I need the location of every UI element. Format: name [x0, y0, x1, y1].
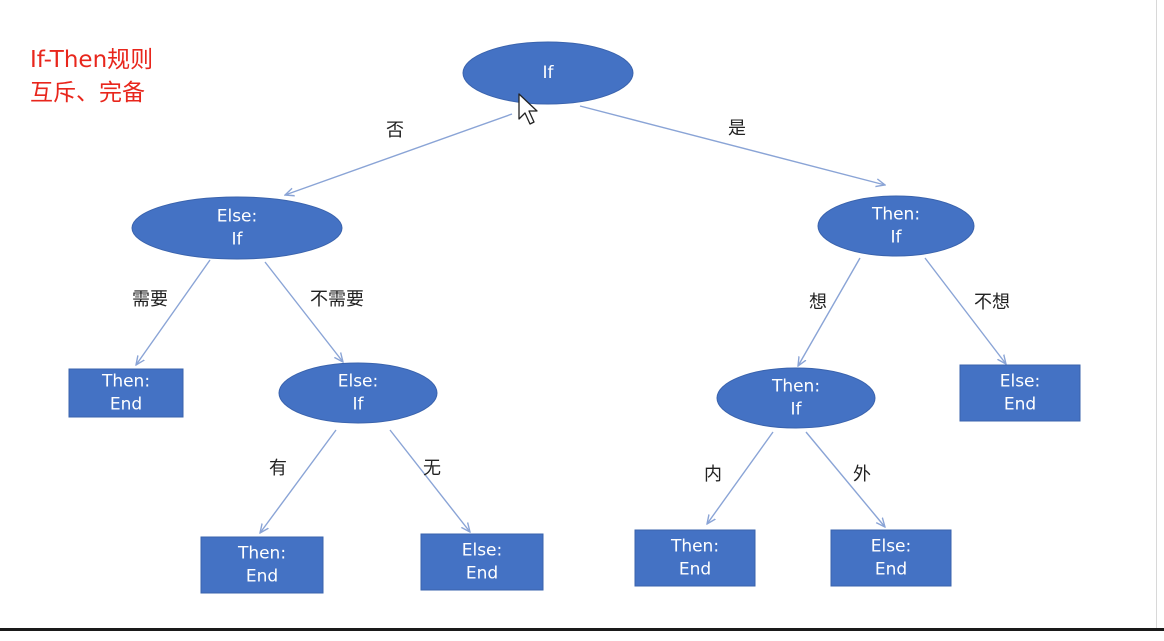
edge-else-if-1-to-then-end-1: 需要 [132, 259, 211, 365]
edge-else-if-2-to-else-end-2: 无 [389, 429, 470, 532]
edge-arrow [389, 429, 470, 532]
node-rect [68, 368, 184, 418]
edge-label: 否 [386, 120, 404, 141]
edge-label: 想 [809, 292, 827, 313]
node-then-end-2: Then: End [200, 536, 324, 594]
node-then-end-3: Then: End [634, 529, 756, 587]
node-label-line: Then: [871, 205, 920, 225]
node-ellipse [462, 41, 634, 105]
edge-label: 是 [728, 118, 746, 139]
edge-arrow [805, 431, 885, 527]
edge-then-if-2-to-else-end-3: 外 [805, 431, 885, 527]
node-label-line: Then: [670, 537, 719, 557]
node-then-end-1: Then: End [68, 368, 184, 418]
node-then-if-2: Then: If [716, 367, 876, 429]
node-ellipse [278, 362, 438, 424]
node-label-line: End [875, 560, 907, 580]
node-label-line: Then: [237, 544, 286, 564]
edge-then-if-2-to-then-end-3: 内 [704, 431, 774, 524]
edge-arrow [707, 431, 774, 524]
node-rect [634, 529, 756, 587]
node-label-line: Else: [462, 541, 503, 561]
node-else-end-2: Else: End [420, 533, 544, 591]
edge-label: 不需要 [310, 289, 364, 310]
edge-arrow [264, 261, 343, 362]
node-label-line: End [679, 560, 711, 580]
title-line-2: 互斥、完备 [30, 80, 145, 106]
node-label-line: If [353, 395, 365, 415]
edge-arrow [136, 259, 211, 365]
node-label-line: If [891, 228, 903, 248]
title-line-1: If-Then规则 [30, 47, 154, 73]
node-label-line: Else: [871, 537, 912, 557]
node-rect [830, 529, 952, 587]
edge-label: 无 [423, 458, 441, 479]
edge-then-if-1-to-else-end-1: 不想 [924, 257, 1010, 364]
edges-layer: 否 是需要 不需要 想 不想有 无 内 外 [132, 105, 1010, 533]
node-ellipse [817, 195, 975, 257]
edge-else-if-2-to-then-end-2: 有 [260, 429, 337, 533]
edge-label: 内 [704, 464, 722, 485]
edge-then-if-1-to-then-if-2: 想 [798, 257, 861, 366]
node-label-line: End [246, 567, 278, 587]
node-rect [420, 533, 544, 591]
edge-root-to-else-if-1: 否 [285, 113, 513, 195]
node-label-line: If [543, 63, 555, 83]
node-label-line: If [232, 230, 244, 250]
node-else-end-1: Else: End [959, 364, 1081, 422]
mouse-cursor-icon [518, 93, 538, 125]
node-rect [200, 536, 324, 594]
edge-arrow [285, 113, 513, 195]
right-border [1156, 0, 1164, 628]
edge-label: 不想 [974, 292, 1010, 313]
node-label-line: End [110, 395, 142, 415]
nodes-layer: IfElse:IfThen:IfThen:EndElse:IfThen:IfEl… [68, 41, 1081, 594]
node-else-end-3: Else: End [830, 529, 952, 587]
node-rect [959, 364, 1081, 422]
node-label-line: End [1004, 395, 1036, 415]
node-label-line: Else: [1000, 372, 1041, 392]
node-label-line: Else: [338, 372, 379, 392]
bottom-divider [0, 628, 1164, 641]
node-label-line: Then: [771, 377, 820, 397]
edge-label: 需要 [132, 289, 168, 310]
node-label-line: Else: [217, 207, 258, 227]
node-label-line: End [466, 564, 498, 584]
node-root: If [462, 41, 634, 105]
edge-label: 外 [853, 464, 871, 485]
edge-label: 有 [269, 458, 287, 479]
node-label-line: Then: [101, 372, 150, 392]
edge-arrow [260, 429, 337, 533]
node-label-line: If [791, 400, 803, 420]
edge-root-to-then-if-1: 是 [579, 105, 885, 185]
edge-arrow [798, 257, 861, 366]
node-ellipse [716, 367, 876, 429]
node-ellipse [131, 196, 343, 260]
node-then-if-1: Then: If [817, 195, 975, 257]
node-else-if-1: Else: If [131, 196, 343, 260]
node-else-if-2: Else: If [278, 362, 438, 424]
edge-else-if-1-to-else-if-2: 不需要 [264, 261, 364, 362]
edge-arrow [924, 257, 1006, 364]
edge-arrow [579, 105, 885, 185]
slide-title: If-Then规则 互斥、完备 [30, 44, 153, 110]
